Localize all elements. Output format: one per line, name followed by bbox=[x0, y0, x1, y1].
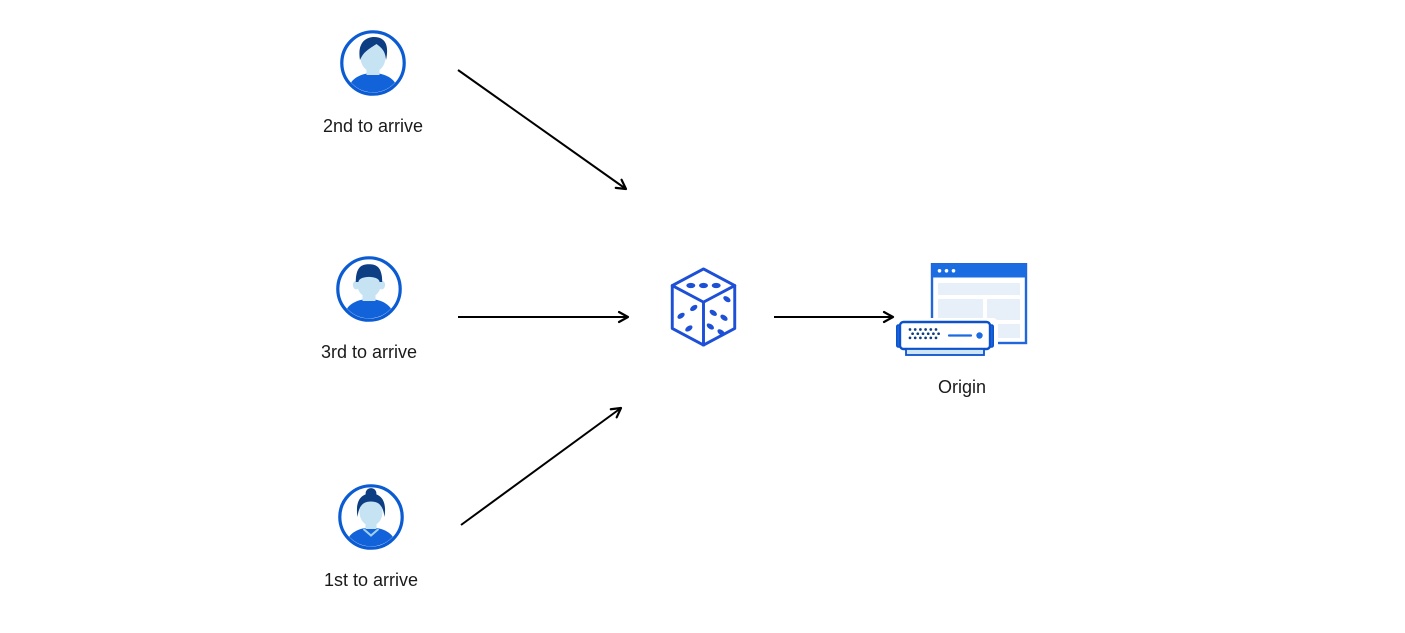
client-label: 1st to arrive bbox=[323, 570, 419, 590]
origin-server-icon bbox=[896, 263, 1028, 356]
client-label: 2nd to arrive bbox=[322, 116, 424, 136]
user-avatar-male-quiff-icon bbox=[340, 30, 406, 96]
origin-node: Origin bbox=[872, 263, 1052, 398]
user-avatar-female-bun-icon bbox=[338, 484, 404, 550]
arrow-client1-to-dice bbox=[460, 406, 623, 526]
arrow-client2-to-dice bbox=[457, 69, 628, 191]
user-avatar-male-flattop-icon bbox=[336, 256, 402, 322]
random-selector-node bbox=[667, 266, 739, 348]
dice-icon bbox=[670, 267, 736, 347]
client-node-1st-to-arrive: 1st to arrive bbox=[291, 484, 451, 591]
client-node-2nd-to-arrive: 2nd to arrive bbox=[293, 30, 453, 137]
origin-label: Origin bbox=[937, 377, 986, 397]
client-label: 3rd to arrive bbox=[320, 342, 418, 362]
client-node-3rd-to-arrive: 3rd to arrive bbox=[289, 256, 449, 363]
